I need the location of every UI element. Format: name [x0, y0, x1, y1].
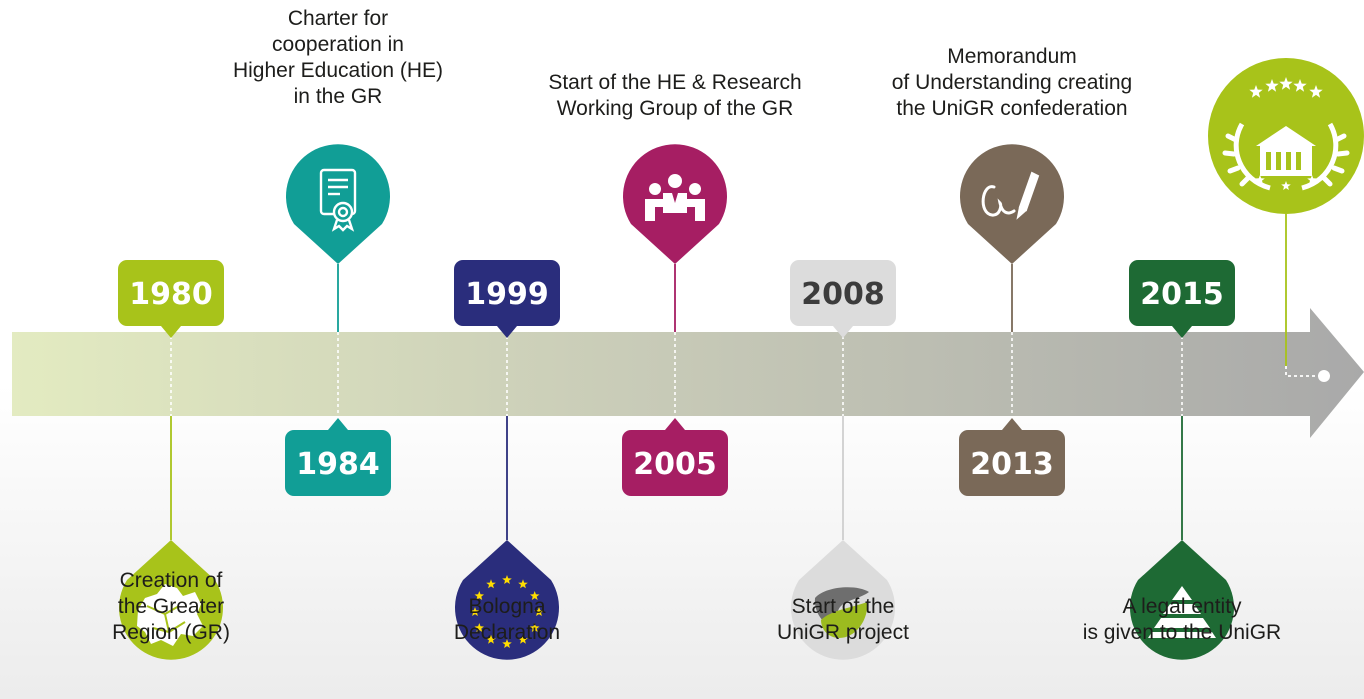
year-text: 2015	[1140, 277, 1224, 312]
milestone-caption: Memorandum of Understanding creating the…	[891, 45, 1133, 120]
milestone-caption: Charter for cooperation in Higher Educat…	[232, 7, 444, 108]
year-text: 2013	[970, 447, 1054, 482]
eu-flag-icon	[470, 575, 544, 648]
connector-lines	[170, 264, 1183, 540]
certificate-icon	[319, 168, 357, 232]
milestone-caption: Bologna Declaration	[453, 595, 561, 644]
year-text: 1984	[296, 447, 380, 482]
greater-region-map-icon	[137, 584, 203, 646]
pin-marker	[960, 144, 1064, 264]
milestone-caption: Start of the HE & Research Working Group…	[548, 71, 802, 120]
milestone-caption: A legal entity is given to the UniGR	[1082, 595, 1282, 644]
milestone-caption: Start of the UniGR project	[777, 595, 909, 644]
unigr-logo-icon	[814, 587, 869, 638]
year-text: 2008	[801, 277, 885, 312]
working-group-icon	[645, 174, 705, 221]
pyramid-icon	[1148, 586, 1216, 638]
signature-pen-icon	[981, 171, 1040, 220]
milestone-caption: Creation of the Greater Region (GR)	[112, 569, 230, 644]
year-label: 1999	[454, 260, 560, 338]
year-label: 2013	[959, 418, 1065, 496]
year-label: 2008	[790, 260, 896, 338]
timeline-arrow	[12, 308, 1364, 438]
year-label: 1980	[118, 260, 224, 338]
year-text: 2005	[633, 447, 717, 482]
year-text: 1980	[129, 277, 213, 312]
year-label: 2005	[622, 418, 728, 496]
year-label: 1984	[285, 418, 391, 496]
university-laurel-icon	[1222, 77, 1350, 191]
year-text: 1999	[465, 277, 549, 312]
year-label: 2015	[1129, 260, 1235, 338]
